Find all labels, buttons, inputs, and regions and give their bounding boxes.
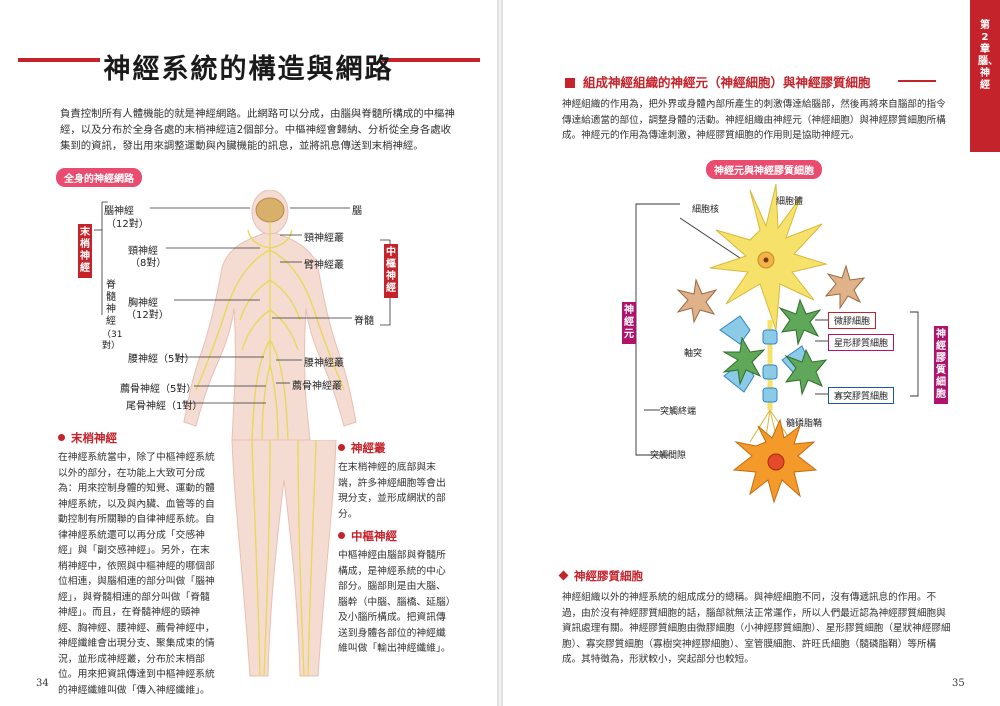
right-section-heading: 組成神經組織的神經元（神經細胞）與神經膠質細胞 (565, 72, 871, 91)
label-cervical-count: （8對） (130, 258, 167, 269)
bullet-dot-icon (338, 532, 345, 539)
glia-sub-heading: 神經膠質細胞 (558, 568, 643, 584)
section-text-peripheral: 在神經系統當中，除了中樞神經系統以外的部分，在功能上大致可分成為：用來控制身體的… (58, 452, 215, 696)
title-accent-bar-right (382, 58, 480, 62)
brain-shape (255, 197, 285, 223)
diagram-label-body: 全身的神經網路 (56, 168, 142, 187)
page-number-right: 35 (952, 678, 965, 689)
label-lumbar: 腰神經（5對） (128, 354, 195, 365)
book-gutter (497, 0, 503, 706)
body-figure-legs-svg (231, 440, 337, 677)
section-text-plexus: 在末梢神經的底部與末端，許多神經細胞等會出現分支，並形成網狀的部分。 (338, 462, 446, 520)
label-neuron-vertical: 神經元 (622, 302, 636, 344)
diamond-bullet-icon (558, 570, 569, 581)
neuron-glia-diagram: 細胞核 細胞體 軸突 突觸終端 突觸間隙 髓磷脂鞘 微膠細胞 星形膠質細胞 寡突… (600, 180, 970, 560)
right-intro-paragraph: 神經組織的作用為，把外界或身體內部所產生的刺激傳達給腦部，然後再將來自腦部的指令… (562, 99, 946, 141)
chapter-side-tab (970, 0, 1000, 152)
label-microglia: 微膠細胞 (828, 312, 877, 329)
neuron-illustration-svg (635, 183, 919, 504)
label-thoracic-count: （12對） (126, 310, 169, 321)
label-spinal-count: （31對） (102, 330, 123, 351)
label-coccygeal: 尾骨神經（1對） (126, 401, 203, 412)
square-bullet-icon (565, 78, 575, 88)
bullet-dot-icon (58, 434, 65, 441)
label-cell-body: 細胞體 (776, 197, 804, 207)
diagram-label-neuron: 神經元與神經膠質細胞 (706, 160, 822, 179)
label-astrocyte: 星形膠質細胞 (828, 334, 895, 351)
label-central-vertical: 中樞神經 (384, 244, 398, 298)
label-terminal: 突觸終端 (660, 407, 697, 417)
label-nucleus: 細胞核 (692, 205, 720, 215)
label-cranial: 腦神經 (104, 206, 134, 217)
section-heading-plexus: 神經叢 (338, 440, 386, 456)
page-title: 神經系統的構造與網路 (103, 54, 394, 85)
label-brain: 腦 (352, 206, 362, 217)
bullet-dot-icon (338, 444, 345, 451)
label-axon: 軸突 (684, 349, 703, 359)
section-heading-peripheral: 末梢神經 (58, 430, 117, 446)
label-spinal-cord: 脊髓 (354, 316, 374, 327)
section-text-central: 中樞神經由腦部與脊髓所構成，是神經系統的中心部分。腦部則是由大腦、腦幹（中腦、腦… (338, 550, 451, 654)
label-glia-vertical: 神經膠質細胞 (934, 326, 948, 404)
chapter-side-tab-text: 第2章 腦、神經 (978, 20, 998, 91)
label-spinal-vertical: 脊髓神經 (106, 280, 116, 327)
section-heading-central: 中樞神經 (338, 528, 397, 544)
label-cervical-plexus: 頸神經叢 (304, 233, 344, 244)
label-brachial-plexus: 臂神經叢 (304, 260, 344, 271)
label-myelin: 髓磷脂鞘 (786, 419, 823, 429)
nerve-network-diagram: 腦神經 （12對） 頸神經 （8對） 胸神經 （12對） 腰神經（5對） 薦骨神… (50, 190, 460, 440)
body-figure-svg (94, 190, 391, 440)
glia-paragraph: 神經組織以外的神經系統的組成成分的總稱。與神經細胞不同，沒有傳遞訊息的作用。不過… (562, 592, 951, 665)
label-peripheral-vertical: 末梢神經 (78, 224, 92, 278)
intro-paragraph: 負責控制所有人體機能的就是神經網路。此網路可以分成，由腦與脊髓所構成的中樞神經，… (60, 108, 455, 152)
label-cervical: 頸神經 (128, 246, 158, 257)
label-oligodendrocyte: 寡突膠質細胞 (828, 387, 895, 404)
label-synaptic-cleft: 突觸間隙 (650, 451, 687, 461)
label-sacral-plexus: 薦骨神經叢 (292, 381, 342, 392)
title-accent-bar-left (18, 58, 100, 62)
label-sacral: 薦骨神經（5對） (120, 384, 197, 395)
heading-rule (898, 80, 936, 82)
label-cranial-count: （12對） (106, 219, 149, 230)
page-number-left: 34 (36, 678, 49, 689)
label-thoracic: 胸神經 (128, 298, 158, 309)
label-lumbar-plexus: 腰神經叢 (304, 358, 344, 369)
